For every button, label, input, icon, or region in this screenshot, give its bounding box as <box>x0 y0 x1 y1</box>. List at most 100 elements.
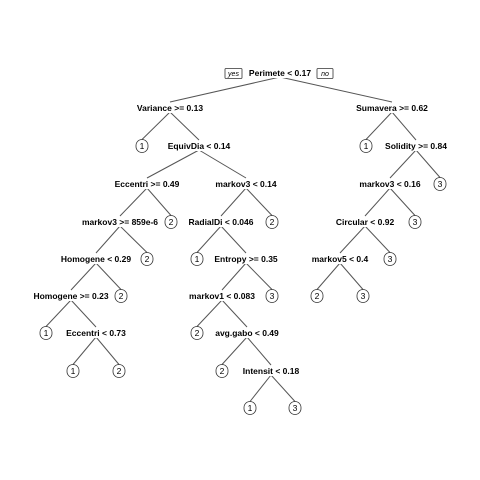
split-label: RadialDi < 0.046 <box>189 217 254 227</box>
split-node: markov3 < 0.16 <box>358 179 422 189</box>
leaf-box <box>310 289 324 303</box>
split-label-bg <box>247 68 313 78</box>
leaf-node: 3 <box>288 401 302 415</box>
leaf-box <box>265 215 279 229</box>
split-label: Sumavera >= 0.62 <box>356 103 428 113</box>
split-label-bg <box>188 291 257 301</box>
leaf-node: 2 <box>112 364 126 378</box>
leaf-node: 1 <box>243 401 257 415</box>
leaf-label: 1 <box>364 141 369 151</box>
tree-edge-n22-n29 <box>339 262 364 290</box>
leaf-node: 3 <box>408 215 422 229</box>
split-label-bg <box>214 328 281 338</box>
leaf-label: 2 <box>145 254 150 264</box>
split-node: Entropy >= 0.35 <box>213 254 279 264</box>
tree-edge-n2-n4 <box>141 111 171 140</box>
leaf-label: 2 <box>117 366 122 376</box>
leaf-node: 2 <box>310 289 324 303</box>
split-label: Variance >= 0.13 <box>137 103 203 113</box>
tree-edge-n5-n9 <box>198 149 247 179</box>
split-label: Homogene >= 0.23 <box>33 291 108 301</box>
tree-edge-n33-n37 <box>246 336 272 366</box>
leaf-node: 1 <box>66 364 80 378</box>
leaf-node: 1 <box>359 139 373 153</box>
leaf-box <box>66 364 80 378</box>
split-label-bg <box>135 103 205 113</box>
split-label: markov3 < 0.14 <box>215 179 276 189</box>
tree-edge-n12-n19 <box>119 225 148 253</box>
leaf-node: 1 <box>39 326 53 340</box>
split-node: EquivDia < 0.14 <box>166 141 232 151</box>
tree-edge-n14-n20 <box>196 225 222 253</box>
leaf-box <box>288 401 302 415</box>
split-label: Homogene < 0.29 <box>61 254 131 264</box>
leaf-label: 1 <box>44 328 49 338</box>
leaf-label: 3 <box>270 291 275 301</box>
split-label-bg <box>187 217 255 227</box>
leaf-label: 2 <box>270 217 275 227</box>
split-node: Sumavera >= 0.62 <box>355 103 430 113</box>
leaf-box <box>265 289 279 303</box>
leaf-box <box>383 252 397 266</box>
tree-edge-n31-n34 <box>72 336 97 365</box>
split-node: markov3 < 0.14 <box>214 179 278 189</box>
split-label: markov3 < 0.16 <box>359 179 420 189</box>
split-node: Circular < 0.92 <box>334 217 396 227</box>
yes-tag-box <box>224 68 243 79</box>
tree-edge-n7-n11 <box>415 149 441 178</box>
leaf-box <box>243 401 257 415</box>
split-node: Eccentri < 0.73 <box>65 328 128 338</box>
split-node: Perimete < 0.17 <box>247 68 313 78</box>
split-label: Perimete < 0.17 <box>249 68 311 78</box>
leaf-node: 3 <box>356 289 370 303</box>
leaf-node: 3 <box>433 177 447 191</box>
leaf-node: 1 <box>135 139 149 153</box>
tree-edge-n26-n33 <box>221 299 248 328</box>
tree-edge-n10-n16 <box>364 187 391 217</box>
tree-edge-n8-n12 <box>119 187 148 217</box>
tree-edge-n1-n3 <box>279 76 393 103</box>
split-label-bg <box>241 366 301 376</box>
leaf-box <box>433 177 447 191</box>
split-label: Eccentri >= 0.49 <box>115 179 180 189</box>
split-node: Variance >= 0.13 <box>135 103 205 113</box>
tree-edge-n18-n25 <box>95 262 122 290</box>
split-label: markov5 < 0.4 <box>312 254 369 264</box>
leaf-label: 3 <box>361 291 366 301</box>
leaf-box <box>190 252 204 266</box>
split-label-bg <box>80 217 160 227</box>
leaf-box <box>39 326 53 340</box>
leaf-box <box>359 139 373 153</box>
leaf-box <box>190 326 204 340</box>
split-node: Intensit < 0.18 <box>241 366 301 376</box>
tree-edge-n16-n22 <box>339 225 366 254</box>
tree-edge-n9-n14 <box>220 187 247 217</box>
split-label: Entropy >= 0.35 <box>214 254 278 264</box>
split-label: avg.gabo < 0.49 <box>215 328 279 338</box>
split-label-bg <box>310 254 370 264</box>
yes-no-tags: yes no <box>224 68 334 79</box>
split-label: markov3 >= 859e-6 <box>82 217 158 227</box>
tree-edge-n14-n21 <box>220 225 247 254</box>
split-label-bg <box>355 103 430 113</box>
split-label-bg <box>384 141 449 151</box>
tree-edge-n24-n31 <box>70 299 97 328</box>
leaf-label: 2 <box>315 291 320 301</box>
no-tag-box <box>316 68 334 79</box>
leaf-box <box>164 215 178 229</box>
leaf-node: 2 <box>164 215 178 229</box>
split-node: Homogene < 0.29 <box>59 254 133 264</box>
leaf-label: 3 <box>438 179 443 189</box>
split-node: markov3 >= 859e-6 <box>80 217 160 227</box>
leaf-node: 2 <box>265 215 279 229</box>
split-node: RadialDi < 0.046 <box>187 217 255 227</box>
leaf-node: 2 <box>114 289 128 303</box>
tree-edge-n18-n24 <box>70 262 97 291</box>
tree-edge-n21-n26 <box>221 262 247 291</box>
tree-edge-n8-n13 <box>146 187 172 216</box>
leaf-label: 2 <box>220 366 225 376</box>
tree-edge-n22-n28 <box>316 262 341 290</box>
no-tag: no <box>321 71 329 78</box>
